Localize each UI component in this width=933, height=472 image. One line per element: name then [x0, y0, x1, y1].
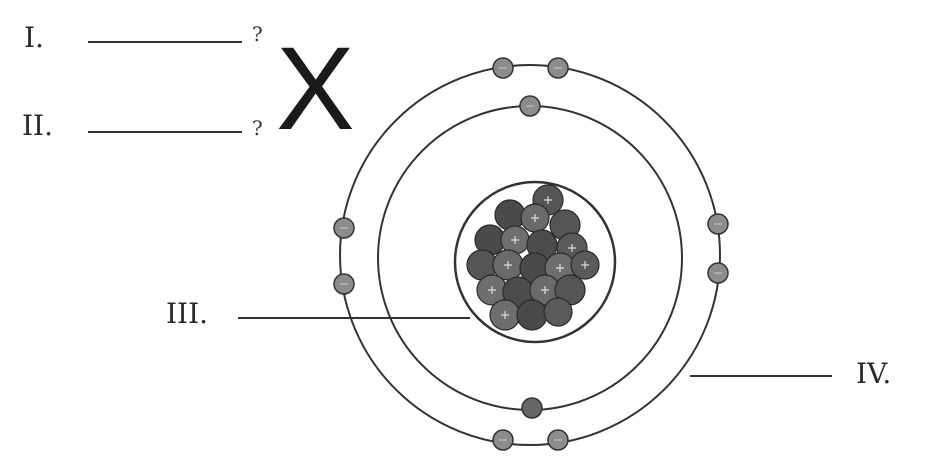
- nucleon: [494, 199, 526, 231]
- question-mark-ii: ?: [252, 116, 263, 140]
- electrons: [333, 57, 729, 451]
- label-i: I.: [24, 21, 44, 54]
- electron: [521, 397, 543, 419]
- label-iii: III.: [166, 297, 209, 330]
- nucleon: [543, 297, 573, 327]
- question-mark-i: ?: [252, 22, 263, 46]
- nucleus-boundary: [453, 180, 617, 344]
- nucleon: [516, 299, 548, 331]
- outer-shell: [339, 64, 721, 446]
- x-mark-icon: X: [276, 23, 355, 155]
- label-iv: IV.: [856, 357, 892, 390]
- nucleus: [466, 184, 600, 331]
- label-ii: II.: [22, 109, 54, 142]
